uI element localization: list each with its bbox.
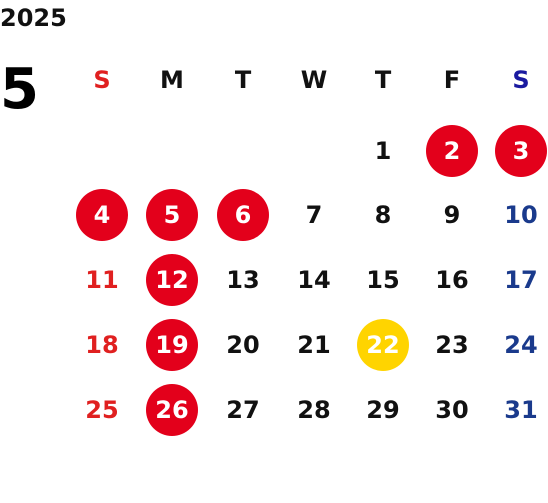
year-label: 2025 <box>0 4 67 32</box>
day-cell-26[interactable]: 26 <box>146 384 198 436</box>
day-cell-10[interactable]: 10 <box>504 201 538 229</box>
weekday-header-1: M <box>160 66 184 94</box>
day-cell-28[interactable]: 28 <box>297 396 331 424</box>
day-cell-22[interactable]: 22 <box>357 319 409 371</box>
day-cell-12[interactable]: 12 <box>146 254 198 306</box>
day-cell-31[interactable]: 31 <box>504 396 538 424</box>
day-cell-23[interactable]: 23 <box>435 331 469 359</box>
day-cell-20[interactable]: 20 <box>226 331 260 359</box>
day-cell-8[interactable]: 8 <box>374 201 392 229</box>
day-cell-1[interactable]: 1 <box>374 137 392 165</box>
weekday-header-6: S <box>512 66 530 94</box>
day-cell-14[interactable]: 14 <box>297 266 331 294</box>
day-cell-15[interactable]: 15 <box>366 266 400 294</box>
day-cell-24[interactable]: 24 <box>504 331 538 359</box>
day-cell-27[interactable]: 27 <box>226 396 260 424</box>
day-cell-19[interactable]: 19 <box>146 319 198 371</box>
day-cell-13[interactable]: 13 <box>226 266 260 294</box>
day-cell-4[interactable]: 4 <box>76 189 128 241</box>
day-cell-6[interactable]: 6 <box>217 189 269 241</box>
weekday-header-2: T <box>234 66 252 94</box>
day-cell-16[interactable]: 16 <box>435 266 469 294</box>
day-cell-18[interactable]: 18 <box>85 331 119 359</box>
day-cell-5[interactable]: 5 <box>146 189 198 241</box>
day-cell-11[interactable]: 11 <box>85 266 119 294</box>
weekday-header-4: T <box>374 66 392 94</box>
day-cell-2[interactable]: 2 <box>426 125 478 177</box>
day-cell-7[interactable]: 7 <box>305 201 323 229</box>
weekday-header-5: F <box>443 66 461 94</box>
day-cell-30[interactable]: 30 <box>435 396 469 424</box>
month-number: 5 <box>0 57 39 122</box>
weekday-header-0: S <box>93 66 111 94</box>
day-cell-9[interactable]: 9 <box>443 201 461 229</box>
weekday-header-3: W <box>300 66 328 94</box>
day-cell-25[interactable]: 25 <box>85 396 119 424</box>
day-cell-29[interactable]: 29 <box>366 396 400 424</box>
day-cell-17[interactable]: 17 <box>504 266 538 294</box>
day-cell-21[interactable]: 21 <box>297 331 331 359</box>
day-cell-3[interactable]: 3 <box>495 125 547 177</box>
